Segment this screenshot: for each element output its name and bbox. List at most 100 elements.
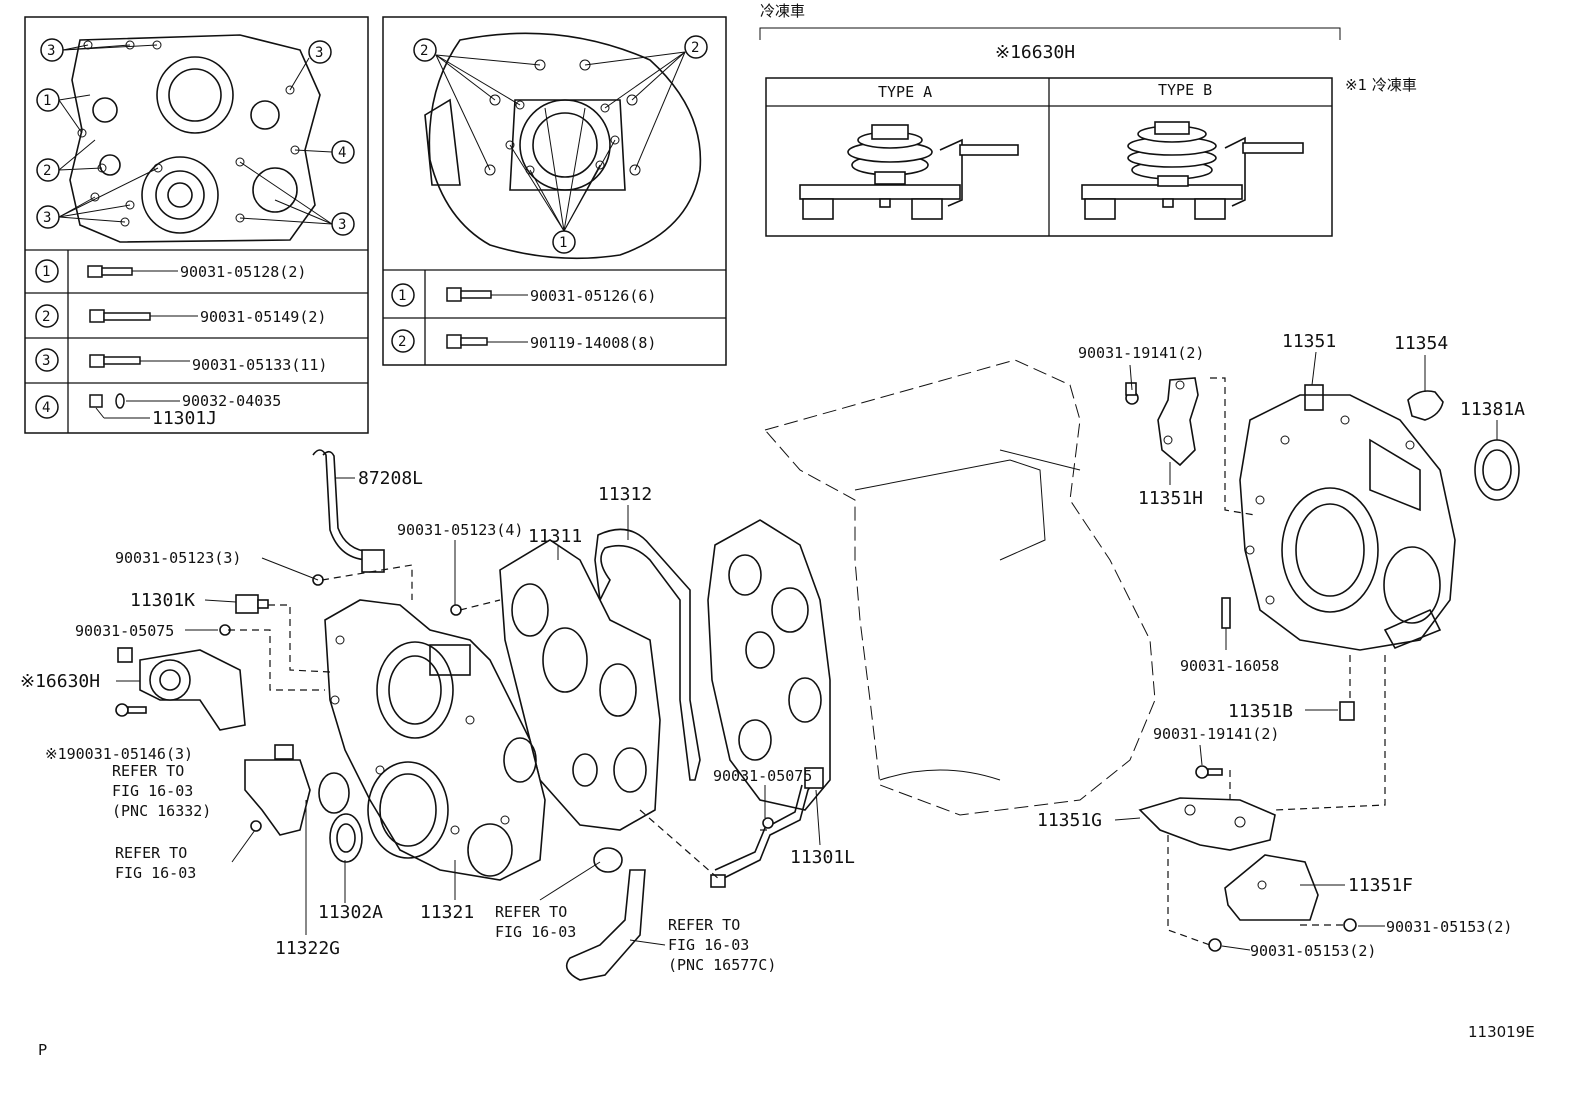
label-11354: 11354 <box>1394 333 1448 354</box>
callout-3c: 3 <box>315 45 323 61</box>
label-90031-05123-3: 90031-05123(3) <box>115 549 241 567</box>
label-11351F: 11351F <box>1348 875 1413 896</box>
type-a-label: TYPE A <box>878 83 932 101</box>
label-90031-05153-b: 90031-05153(2) <box>1250 942 1376 960</box>
label-refer3-a: REFER TO <box>495 903 567 921</box>
nut-90032-04035: 90032-04035 <box>182 392 281 410</box>
svg-text:1: 1 <box>42 264 50 280</box>
label-11322G: 11322G <box>275 938 340 959</box>
timing-gear-case-11321 <box>324 599 546 881</box>
svg-text:1: 1 <box>398 288 406 304</box>
box1-callouts: 3 1 2 3 3 4 3 <box>36 38 355 236</box>
part-16630H-header: ※16630H <box>995 42 1075 63</box>
box2-callouts: 2 2 1 <box>413 35 708 254</box>
gasket-11312 <box>594 528 701 781</box>
label-11321: 11321 <box>420 902 474 923</box>
refrigerator-header: 冷凍車 <box>760 2 805 20</box>
label-11351B: 11351B <box>1228 701 1293 722</box>
label-90031-05146: ※190031-05146(3) <box>45 745 193 763</box>
callout-3b: 3 <box>43 210 51 226</box>
bolt-90031-05126: 90031-05126(6) <box>530 287 656 305</box>
page-mark: P <box>38 1041 47 1059</box>
box2-row-1: 1 90031-05126(6) <box>391 283 656 307</box>
bolt-90031-05133: 90031-05133(11) <box>192 356 327 374</box>
label-90031-05075-left: 90031-05075 <box>75 622 174 640</box>
label-90031-05123-4: 90031-05123(4) <box>397 521 523 539</box>
timing-plate-11311 <box>499 539 661 831</box>
label-11351G: 11351G <box>1037 810 1102 831</box>
svg-text:2: 2 <box>398 334 406 350</box>
label-11381A: 11381A <box>1460 399 1525 420</box>
callout-1: 1 <box>43 93 51 109</box>
flywheel-housing-11351 <box>1239 384 1456 651</box>
engine-block-outline <box>764 359 1156 816</box>
label-11302A: 11302A <box>318 902 383 923</box>
svg-text:3: 3 <box>42 353 50 369</box>
box2-row-2: 2 90119-14008(8) <box>391 329 656 353</box>
o-ring-mid <box>593 847 623 873</box>
label-11301L: 11301L <box>790 847 855 868</box>
sensor-11301K <box>235 594 269 614</box>
water-outlet <box>244 744 311 836</box>
bolt-90119-14008: 90119-14008(8) <box>530 334 656 352</box>
label-refer1-c: (PNC 16332) <box>112 802 211 820</box>
callout-2: 2 <box>43 163 51 179</box>
label-refer4-c: (PNC 16577C) <box>668 956 776 974</box>
label-refer2-a: REFER TO <box>115 844 187 862</box>
label-90031-05075-mid: 90031-05075 <box>713 767 812 785</box>
label-11351H: 11351H <box>1138 488 1203 509</box>
label-90031-19141-bot: 90031-19141(2) <box>1153 725 1279 743</box>
stud-11301J: 11301J <box>152 408 217 429</box>
label-90031-05153-a: 90031-05153(2) <box>1386 918 1512 936</box>
label-90031-16058: 90031-16058 <box>1180 657 1279 675</box>
type-b-label: TYPE B <box>1158 81 1212 99</box>
bracket-11351H <box>1157 377 1199 467</box>
reference-box-2: 2 2 1 1 90031-05126(6) 2 90119-14008(8) <box>382 16 727 366</box>
label-11351: 11351 <box>1282 331 1336 352</box>
label-87208L: 87208L <box>358 468 423 489</box>
rear-plate-outline <box>707 519 831 811</box>
label-refer1-a: REFER TO <box>112 762 184 780</box>
plug-11354 <box>1407 390 1444 421</box>
bolt-90031-05128: 90031-05128(2) <box>180 263 306 281</box>
box1-row-2: 2 90031-05149(2) <box>35 304 326 328</box>
label-refer2-b: FIG 16-03 <box>115 864 196 882</box>
refrigerator-note: ※1 冷凍車 <box>1345 76 1417 94</box>
svg-text:2: 2 <box>42 309 50 325</box>
leader-lines <box>116 351 1498 951</box>
label-11301K: 11301K <box>130 590 195 611</box>
label-refer4-b: FIG 16-03 <box>668 936 749 954</box>
part-labels: 87208L 90031-05123(3) 11301K 90031-05075… <box>20 331 1525 974</box>
timing-cover-rear-sketch <box>69 34 321 243</box>
box1-row-4: 4 90032-04035 11301J <box>35 392 281 429</box>
assembly-lines <box>228 377 1386 946</box>
callout-4: 4 <box>338 145 346 161</box>
label-11311: 11311 <box>528 526 582 547</box>
figure-code: 113019E <box>1468 1023 1535 1041</box>
pipe-87208L <box>312 449 385 573</box>
oil-seal-11302A <box>329 813 363 863</box>
type-a-pulley-icon <box>799 124 1019 220</box>
bracket-11351F <box>1224 854 1319 921</box>
sensor-11301L <box>710 767 824 888</box>
label-11312: 11312 <box>598 484 652 505</box>
label-refer3-b: FIG 16-03 <box>495 923 576 941</box>
bolt-90031-05149: 90031-05149(2) <box>200 308 326 326</box>
svg-text:4: 4 <box>42 400 50 416</box>
label-refer1-b: FIG 16-03 <box>112 782 193 800</box>
box1-row-1: 1 90031-05128(2) <box>35 259 306 283</box>
callout-1: 1 <box>559 235 567 251</box>
box1-row-3: 3 90031-05133(11) <box>35 348 327 374</box>
callout-2a: 2 <box>420 43 428 59</box>
label-90031-19141-top: 90031-19141(2) <box>1078 344 1204 362</box>
o-ring-11322G <box>318 772 350 814</box>
callout-3: 3 <box>47 43 55 59</box>
refrigerator-option-section: 冷凍車 ※16630H TYPE A TYPE B ※1 冷凍車 <box>759 2 1417 237</box>
callout-3d: 3 <box>338 217 346 233</box>
hose-lower <box>565 869 646 981</box>
label-16630H: ※16630H <box>20 671 100 692</box>
tensioner-16630H <box>117 647 246 731</box>
type-b-pulley-icon <box>1081 121 1304 220</box>
label-refer4-a: REFER TO <box>668 916 740 934</box>
